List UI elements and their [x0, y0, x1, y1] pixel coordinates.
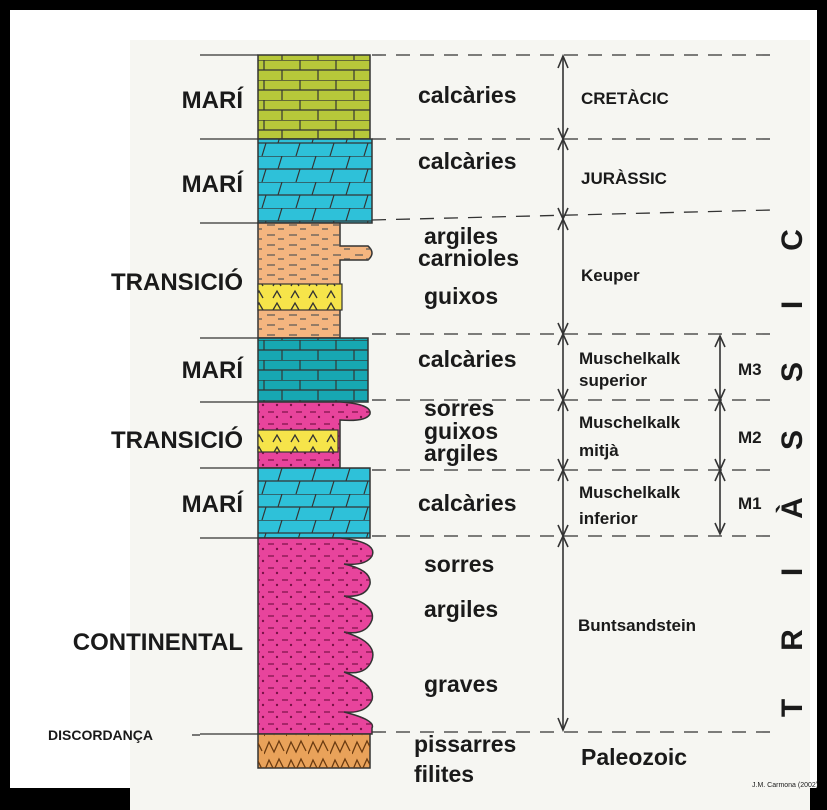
period-letter: À [775, 497, 809, 519]
column-layer-keuper [258, 223, 372, 338]
period-letter: T [776, 699, 809, 717]
layer-pattern [258, 338, 368, 402]
environment-labels: MARÍ MARÍ TRANSICIÓ MARÍ TRANSICIÓ MARÍ … [48, 86, 244, 743]
period-letter: I [776, 301, 809, 309]
credit-label: J.M. Carmona (2002) [752, 782, 818, 789]
unit-label-keuper: Keuper [581, 266, 640, 285]
lithology-label: calcàries [418, 82, 516, 108]
lithology-label: pissarres [414, 731, 516, 757]
unit-label-buntsandstein: Buntsandstein [578, 616, 696, 635]
unit-label-muschelkalk: Muschelkalk [579, 483, 681, 502]
lithology-label: calcàries [418, 148, 516, 174]
period-letter: R [776, 629, 809, 651]
subunit-label-m2: M2 [738, 428, 762, 447]
period-letter: C [776, 229, 809, 251]
unit-label-muschelkalk: Muschelkalk [579, 349, 681, 368]
layer-pattern [258, 734, 370, 768]
discordance-label: DISCORDANÇA [48, 727, 153, 743]
gypsum-pattern [258, 284, 342, 310]
unit-label-inferior: inferior [579, 509, 638, 528]
unit-label-muschelkalk: Muschelkalk [579, 413, 681, 432]
layer-pattern [258, 139, 372, 223]
column-layer-jurassic [258, 139, 372, 223]
unit-labels: CRETÀCIC JURÀSSIC Keuper Muschelkalk sup… [578, 89, 696, 770]
column-layer-cretacic [258, 55, 370, 139]
environment-label: TRANSICIÓ [111, 426, 243, 454]
environment-label: CONTINENTAL [73, 629, 243, 656]
environment-label: MARÍ [182, 170, 245, 198]
lithology-label: sorres [424, 551, 494, 577]
layer-pattern [258, 468, 370, 538]
lithology-labels: calcàries calcàries argiles carnioles gu… [414, 82, 519, 787]
column-layer-muschelkalk-inferior [258, 468, 370, 538]
lithology-label: calcàries [418, 346, 516, 372]
lithology-label: graves [424, 671, 498, 697]
column-layer-buntsandstein [258, 538, 373, 734]
environment-label: MARÍ [182, 490, 245, 518]
layer-pattern [258, 55, 370, 139]
layer-pattern [258, 223, 372, 338]
period-letter: S [776, 362, 809, 382]
lithology-label: guixos [424, 283, 498, 309]
period-letter: S [776, 430, 809, 450]
subunit-label-m1: M1 [738, 494, 762, 513]
subunit-labels: M3 M2 M1 [738, 360, 762, 513]
column-layer-paleozoic [258, 734, 370, 768]
lithology-label: carnioles [418, 245, 519, 271]
lithology-label: filites [414, 761, 474, 787]
unit-label-jurassic: JURÀSSIC [581, 169, 667, 188]
unit-label-paleozoic: Paleozoic [581, 744, 687, 770]
unit-label-mitja: mitjà [579, 441, 619, 460]
lithology-label: calcàries [418, 490, 516, 516]
unit-label-superior: superior [579, 371, 647, 390]
period-letter: I [776, 568, 809, 576]
unit-label-cretacic: CRETÀCIC [581, 89, 669, 108]
lithology-label: argiles [424, 440, 498, 466]
column-layer-muschelkalk-mitja [258, 402, 370, 468]
environment-label: MARÍ [182, 356, 245, 384]
gypsum-pattern [258, 430, 338, 452]
boundary-right-dashed [372, 210, 772, 220]
subunit-label-m3: M3 [738, 360, 762, 379]
environment-label: MARÍ [182, 86, 245, 114]
column-layer-muschelkalk-superior [258, 338, 368, 402]
lithology-label: argiles [424, 596, 498, 622]
period-label-triassic: C I S S À I R T [775, 229, 809, 717]
environment-label: TRANSICIÓ [111, 268, 243, 296]
